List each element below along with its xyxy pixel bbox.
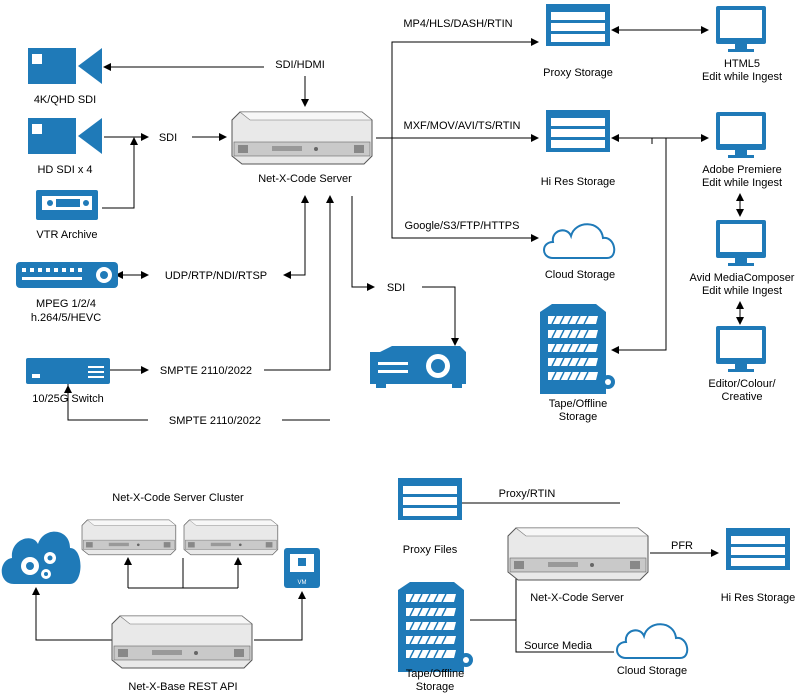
label-hires-storage: Hi Res Storage xyxy=(541,176,616,188)
label-cluster-title: Net-X-Code Server Cluster xyxy=(112,492,244,504)
label-tape-line1: Tape/Offline xyxy=(549,398,608,410)
cloud-icon xyxy=(543,223,616,259)
label-sdi-hdmi: SDI/HDMI xyxy=(275,59,325,71)
label-premiere-line1: Adobe Premiere xyxy=(702,164,782,176)
monitor-icon xyxy=(716,326,766,372)
label-hires2: Hi Res Storage xyxy=(721,592,796,604)
label-html5-line1: HTML5 xyxy=(724,58,760,70)
cloud-icon xyxy=(616,623,689,659)
rack-icon xyxy=(539,303,616,395)
top-connectors xyxy=(64,26,744,421)
label-avid-line2: Edit while Ingest xyxy=(702,285,782,297)
bottom-right-connectors xyxy=(462,502,719,653)
vtr-icon xyxy=(36,190,98,220)
server-icon xyxy=(231,111,373,165)
server-icon xyxy=(111,615,253,669)
label-switch: 10/25G Switch xyxy=(32,393,104,405)
label-rest-api: Net-X-Base REST API xyxy=(128,681,237,693)
label-mpeg-line2: h.264/5/HEVC xyxy=(31,312,101,324)
label-cloud2: Cloud Storage xyxy=(617,665,687,677)
storage-icon xyxy=(546,110,610,152)
label-google: Google/S3/FTP/HTTPS xyxy=(405,220,520,232)
label-tape-line2: Storage xyxy=(559,411,598,423)
label-proxy-files: Proxy Files xyxy=(403,544,458,556)
label-html5-line2: Edit while Ingest xyxy=(702,71,782,83)
label-premiere-line2: Edit while Ingest xyxy=(702,177,782,189)
label-editor-line2: Creative xyxy=(722,391,763,403)
label-mp4: MP4/HLS/DASH/RTIN xyxy=(403,18,512,30)
label-server2: Net-X-Code Server xyxy=(530,592,624,604)
label-smpte-out: SMPTE 2110/2022 xyxy=(169,415,261,427)
label-vm: VM xyxy=(298,580,307,586)
label-mxf: MXF/MOV/AVI/TS/RTIN xyxy=(404,120,521,132)
label-udp: UDP/RTP/NDI/RTSP xyxy=(165,270,267,282)
storage-icon xyxy=(546,4,610,46)
label-4k-camera: 4K/QHD SDI xyxy=(34,94,96,106)
label-pfr: PFR xyxy=(671,540,693,552)
switch-icon xyxy=(26,358,110,384)
label-tape2-line1: Tape/Offline xyxy=(406,668,465,680)
rack-icon xyxy=(397,581,474,673)
vm-icon xyxy=(284,548,320,588)
label-cloud-storage: Cloud Storage xyxy=(545,269,615,281)
label-tape2-line2: Storage xyxy=(416,681,455,693)
label-smpte-in: SMPTE 2110/2022 xyxy=(160,365,252,377)
label-proxy-storage: Proxy Storage xyxy=(543,67,613,79)
server-icon xyxy=(81,519,177,556)
storage-icon xyxy=(398,478,462,520)
label-source-media: Source Media xyxy=(524,640,593,652)
label-hd-camera: HD SDI x 4 xyxy=(37,164,92,176)
label-editor-line1: Editor/Colour/ xyxy=(708,378,776,390)
gear-cloud-icon xyxy=(1,531,81,584)
monitor-icon xyxy=(716,6,766,52)
label-mpeg-line1: MPEG 1/2/4 xyxy=(36,298,96,310)
server-icon xyxy=(507,527,649,581)
camera-icon xyxy=(28,48,102,84)
label-sdi-in: SDI xyxy=(159,132,177,144)
label-proxy-rtin: Proxy/RTIN xyxy=(499,488,556,500)
projector-icon xyxy=(370,346,466,388)
server-icon xyxy=(183,519,279,556)
label-sdi-out: SDI xyxy=(387,282,405,294)
label-server: Net-X-Code Server xyxy=(258,173,352,185)
label-avid-line1: Avid MediaComposer xyxy=(690,272,795,284)
camera-icon xyxy=(28,118,102,154)
encoder-icon xyxy=(16,262,118,288)
label-vtr-archive: VTR Archive xyxy=(36,229,97,241)
storage-icon xyxy=(726,528,790,570)
cluster-connectors xyxy=(32,557,306,641)
monitor-icon xyxy=(716,220,766,266)
monitor-icon xyxy=(716,112,766,158)
